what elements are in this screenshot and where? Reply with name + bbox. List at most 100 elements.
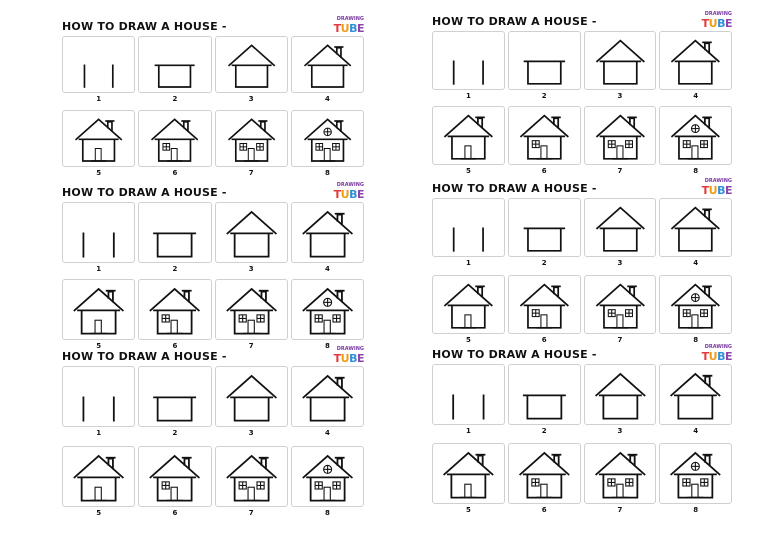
step-drawing [583,443,657,504]
house-drawing-step-4 [671,39,721,85]
step-drawing [62,36,136,93]
step-number: 5 [465,167,471,175]
step-number: 4 [324,95,330,103]
step-cell-5: 5 [432,443,505,522]
step-number: 4 [693,259,699,267]
step-cell-8: 8 [290,446,364,526]
step-drawing [214,202,288,263]
step-cell-4: 4 [290,36,364,110]
step-number: 7 [248,342,254,350]
step-cell-3: 3 [214,36,288,110]
logo-letter: B [349,188,357,201]
step-cell-1: 1 [432,31,505,106]
step-number: 4 [693,92,699,100]
house-drawing-step-2 [523,227,565,252]
logo-letter: T [701,184,710,197]
step-drawing [62,366,136,427]
step-drawing [214,446,288,507]
step-number: 1 [465,427,471,435]
worksheet-title: HOW TO DRAW A HOUSE - [432,348,597,361]
logo-top-text: DRAWING [336,182,364,188]
step-number: 3 [617,92,623,100]
logo-letter: T [701,350,710,363]
step-drawing [432,275,505,334]
step-drawing [583,275,657,334]
step-number: 3 [617,259,623,267]
step-number: 6 [172,169,178,177]
house-drawing-step-2 [153,396,197,422]
house-drawing-step-1 [452,394,485,420]
step-number: 5 [96,509,102,517]
logo-top-text: DRAWING [336,346,364,352]
house-drawing-step-3 [595,39,645,85]
logo-letter: E [724,184,733,197]
house-drawing-step-6 [519,283,569,329]
step-number: 5 [465,336,471,344]
step-drawing [214,36,288,93]
step-number: 3 [248,265,254,273]
step-number: 6 [541,336,547,344]
step-cell-6: 6 [507,106,581,181]
worksheet-title: HOW TO DRAW A HOUSE - [62,186,227,199]
house-drawing-step-1 [82,396,115,422]
step-cell-8: 8 [290,110,364,184]
logo-letter: E [356,22,365,35]
step-number: 2 [541,427,547,435]
step-number: 2 [172,265,178,273]
step-number: 8 [324,169,330,177]
worksheet-title: HOW TO DRAW A HOUSE - [62,350,227,363]
house-drawing-step-7 [225,454,277,502]
logo-letter: T [333,352,342,365]
step-number: 7 [617,506,623,514]
step-number: 6 [172,509,178,517]
step-cell-3: 3 [583,31,657,106]
house-drawing-step-5 [443,114,493,160]
step-number: 4 [324,265,330,273]
step-cell-5: 5 [62,446,136,526]
step-drawing [62,446,136,507]
step-cell-3: 3 [214,366,288,446]
house-drawing-step-1 [82,232,115,258]
house-drawing-step-8 [670,451,722,499]
step-cell-2: 2 [138,36,212,110]
logo-letter: B [349,22,357,35]
logo-letter: E [356,352,365,365]
step-cell-8: 8 [659,106,732,181]
step-number: 4 [693,427,699,435]
house-drawing-step-5 [73,454,125,502]
step-drawing [432,443,505,504]
logo-main-text: TUBE [701,350,733,363]
step-drawing [507,106,581,165]
step-cell-8: 8 [659,275,732,352]
logo-top-text: DRAWING [704,11,732,17]
logo-top-text: DRAWING [704,344,732,350]
house-drawing-step-3 [594,372,646,420]
step-drawing [138,279,212,340]
logo-letter: T [333,22,342,35]
house-drawing-step-7 [225,287,277,335]
step-cell-5: 5 [432,275,505,352]
house-drawing-step-6 [149,287,201,335]
logo-letter: U [340,22,350,35]
logo-letter: U [708,17,718,30]
step-drawing [583,198,657,257]
step-drawing [138,202,212,263]
house-drawing-step-7 [595,114,645,160]
house-drawing-step-4 [670,372,722,420]
house-drawing-step-8 [303,118,352,162]
house-drawing-step-8 [301,287,353,335]
step-cell-7: 7 [583,275,657,352]
house-drawing-step-6 [151,118,199,162]
logo-main-text: TUBE [702,17,733,30]
logo-letter: U [340,352,350,365]
logo-main-text: TUBE [334,188,365,201]
logo-letter: E [724,17,733,30]
step-drawing [507,198,581,257]
